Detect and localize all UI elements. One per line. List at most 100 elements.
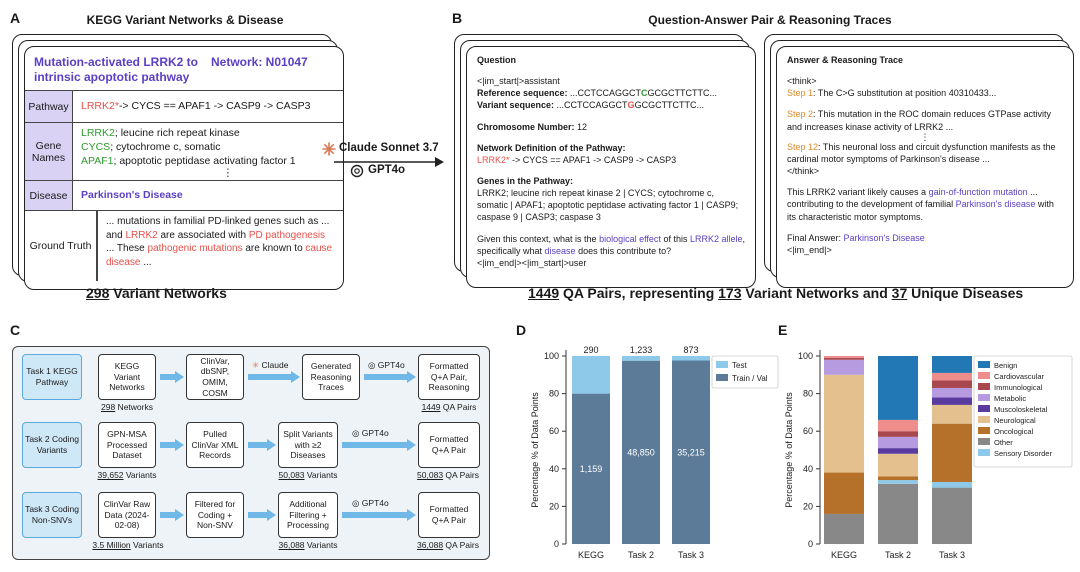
bar-segment (878, 419, 918, 432)
task1-gpt-step: ◎ GPT4o (368, 360, 405, 371)
answer-end-token: <|im_end|> (787, 244, 832, 255)
legend-label: Oncological (994, 427, 1034, 436)
chrom-label: Chromosome Number: (477, 121, 575, 132)
task1-output-unit: QA Pairs (440, 402, 477, 412)
legend-swatch (978, 427, 990, 434)
bar-segment (824, 357, 864, 360)
y-tick-label: 40 (549, 464, 559, 474)
panel-e-label: E (778, 322, 788, 338)
x-tick-label: Task 2 (628, 550, 654, 560)
gene-apaf1: APAF1 (81, 155, 114, 168)
bar-segment (572, 393, 610, 544)
bar-segment (878, 431, 918, 437)
arrow-icon (248, 509, 276, 521)
step1-text: : The C>G substitution at position 40310… (813, 88, 997, 99)
gene-lrrk2-desc: ; leucine rich repeat kinase (114, 127, 240, 139)
ground-truth-value: ... mutations in familial PD-linked gene… (97, 211, 343, 281)
network-title: Mutation-activated LRRK2 to intrinsic ap… (34, 55, 199, 84)
task2-output: Formatted Q+A Pair (418, 422, 480, 468)
bar-segment (622, 360, 660, 544)
legend-swatch (716, 374, 728, 381)
ctx-2: of this (660, 233, 690, 244)
pathway-gene: LRRK2* (81, 100, 119, 113)
pathway-label: Pathway (25, 91, 73, 122)
arrow-icon (160, 371, 184, 383)
task1-box: Task 1 KEGG Pathway (22, 354, 82, 400)
pathway-rest: -> CYCS == APAF1 -> CASP9 -> CASP3 (118, 100, 311, 113)
ctx-4: does this contribute to? (575, 245, 672, 256)
legend-box (711, 355, 779, 389)
footer-network-text: Variant Networks (109, 285, 227, 301)
x-tick-label: Task 3 (939, 550, 965, 560)
truth-text-3: ... These (106, 243, 148, 254)
task2-clinvar: Pulled ClinVar XML Records (186, 422, 244, 468)
bar-segment (932, 481, 972, 488)
bar-value-label: 35,215 (677, 447, 705, 457)
bar-segment (672, 360, 710, 544)
question-card: Question <|im_start|>assistant Reference… (466, 46, 756, 288)
task3-source: ClinVar Raw Data (2024-02-08) (98, 492, 156, 538)
task3-source-count: 3.5 Million Variants (86, 540, 170, 550)
bar-segment (878, 453, 918, 477)
arrow-icon (342, 509, 416, 521)
task3-box: Task 3 Coding Non-SNVs (22, 492, 82, 538)
ground-truth-label: Ground Truth (25, 211, 97, 281)
legend-swatch (978, 405, 990, 412)
legend-swatch (978, 394, 990, 401)
steps-ellipsis: ⋮ (920, 131, 930, 142)
bar-segment (878, 436, 918, 449)
netdef-gene: LRRK2* (477, 154, 510, 165)
task3-gpt-label: GPT4o (361, 498, 389, 508)
task2-split-num: 50,083 (278, 470, 305, 480)
genes-value: LRRK2; leucine rich repeat kinase CYCS; … (73, 123, 343, 180)
task1-source-num: 298 (101, 402, 116, 412)
task1-traces: Generated Reasoning Traces (302, 354, 360, 400)
model-arrow (318, 142, 444, 182)
bar-segment (932, 404, 972, 424)
task2-output-count: 50,083 QA Pairs (408, 470, 488, 480)
x-tick-label: KEGG (831, 550, 857, 560)
task2-output-unit: QA Pairs (443, 470, 479, 480)
arrow-icon (364, 371, 416, 383)
truth-text-1: ... mutations in familial PD-linked gene… (106, 216, 330, 241)
task3-processing-count: 36,088 Variants (272, 540, 344, 550)
var-label: Variant sequence: (477, 100, 555, 111)
genes-row: Gene Names LRRK2; leucine rich repeat ki… (25, 123, 343, 181)
claude-label: Claude Sonnet 3.7 (339, 142, 439, 154)
bar-total-label: 873 (683, 345, 698, 355)
task3-processing-num: 36,088 (278, 540, 305, 550)
openai-icon: ◎ (352, 498, 360, 508)
genes-pathway-label: Genes in the Pathway: (477, 175, 574, 186)
truth-gene: LRRK2 (125, 229, 158, 241)
ctx-1: Given this context, what is the (477, 233, 600, 244)
question-start-token: <|im_start|>assistant (477, 76, 560, 87)
legend-label: Train / Val (732, 374, 768, 383)
genes-label: Gene Names (25, 123, 73, 180)
answer-card: Answer & Reasoning Trace <think> Step 1:… (776, 46, 1074, 288)
legend-swatch (978, 416, 990, 423)
task2-gpt-step: ◎ GPT4o (352, 428, 389, 439)
task2-source-unit: Variants (123, 470, 157, 480)
task1-source-unit: Networks (115, 402, 153, 412)
y-tick-label: 80 (549, 389, 559, 399)
bar-segment (932, 380, 972, 388)
bar-value-label: 1,159 (580, 464, 603, 474)
arrow-icon (160, 509, 184, 521)
x-tick-label: KEGG (578, 550, 604, 560)
pathway-value: LRRK2* -> CYCS == APAF1 -> CASP9 -> CASP… (73, 91, 343, 122)
variant-sequence: Variant sequence: ...CCTCCAGGCTGGCGCTTCT… (477, 99, 745, 111)
step-1: Step 1: The C>G substitution at position… (787, 87, 1063, 99)
task2-gpt-label: GPT4o (361, 428, 389, 438)
step2-text: : This mutation in the ROC domain reduce… (787, 109, 1051, 132)
y-axis-label: Percentage % of Data Points (530, 392, 540, 508)
disease-label: Disease (25, 181, 73, 210)
task1-output: Formatted Q+A Pair, Reasoning (418, 354, 480, 400)
task1-claude-label: Claude (261, 360, 289, 370)
bar-segment (932, 387, 972, 398)
var-post: GCGCTTCTTC... (634, 100, 705, 111)
bar-segment (824, 513, 864, 544)
bar-segment (572, 356, 610, 394)
answer-summary: This LRRK2 variant likely causes a gain-… (787, 186, 1063, 222)
chrom-value: 12 (574, 121, 588, 132)
legend-swatch (978, 383, 990, 390)
